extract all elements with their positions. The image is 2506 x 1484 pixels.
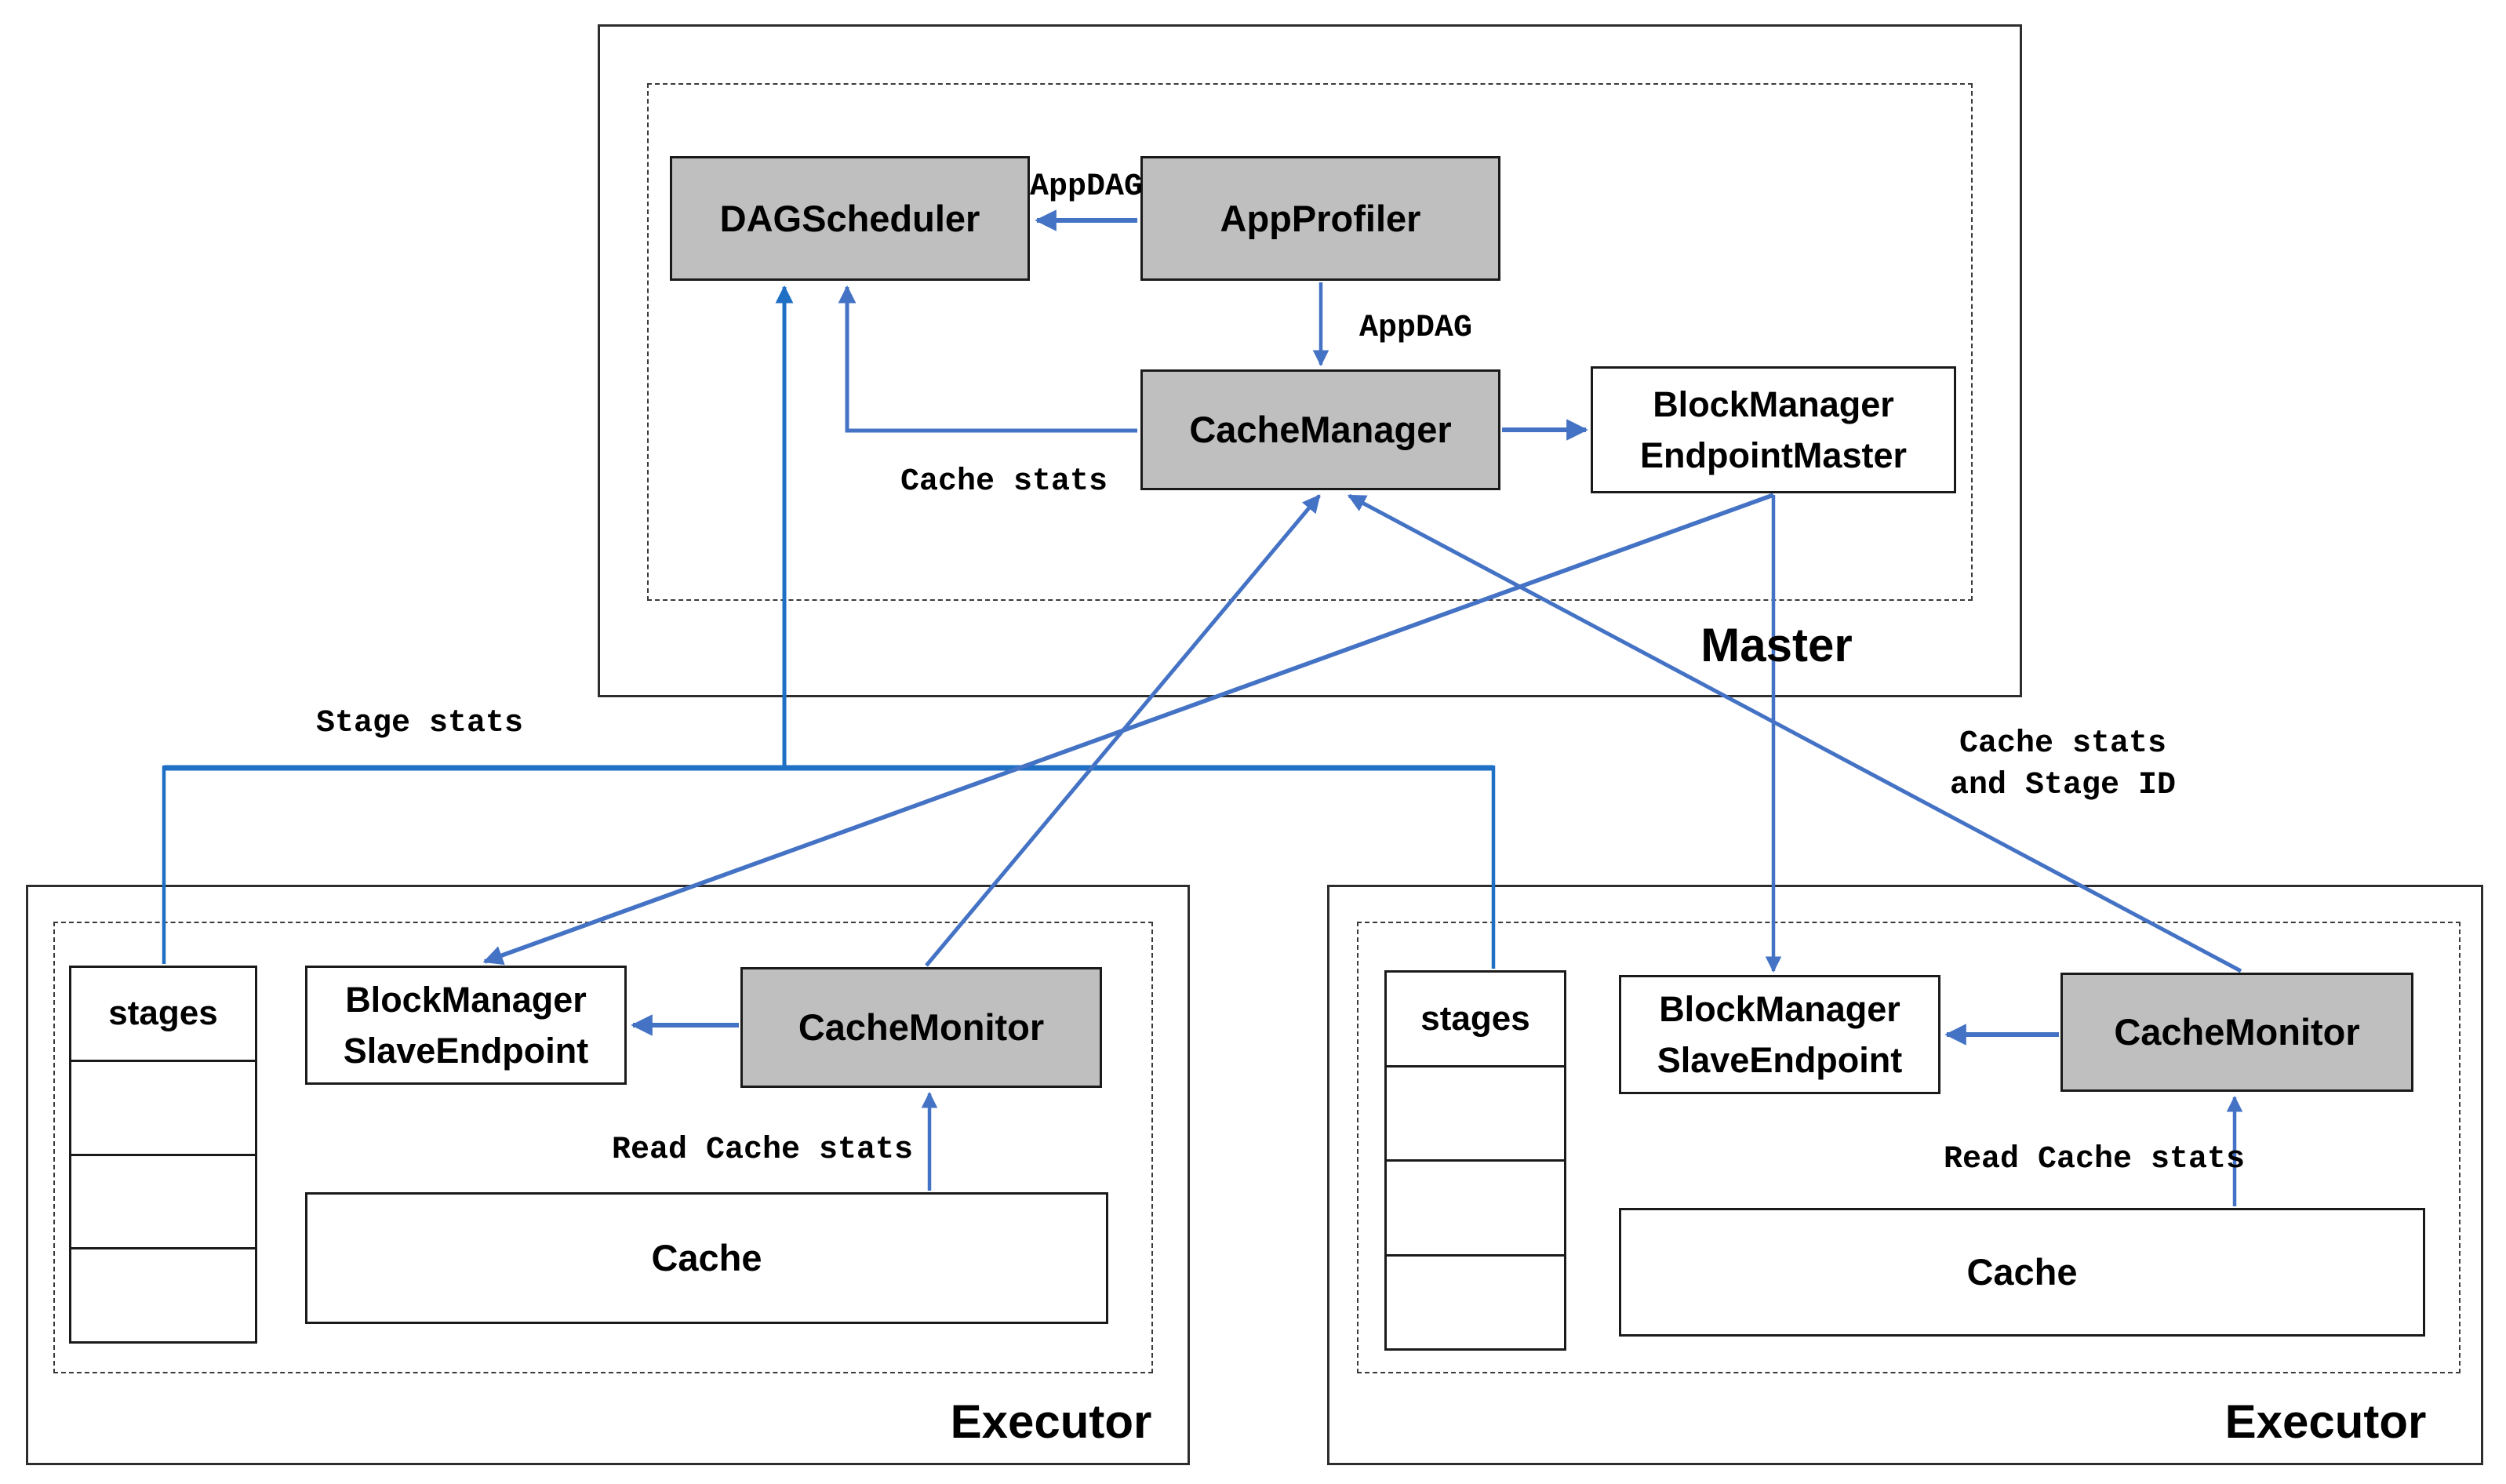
label-appdag-top: AppDAG <box>1029 169 1144 205</box>
stages-left-row <box>71 1247 255 1341</box>
label-read-cache-stats-right: Read Cache stats <box>1943 1142 2246 1177</box>
node-cache-monitor-right[interactable]: CacheMonitor <box>2060 973 2413 1092</box>
label-read-cache-stats-left: Read Cache stats <box>611 1133 914 1168</box>
label-appdag-mid: AppDAG <box>1358 311 1473 346</box>
stages-table-left[interactable]: stages <box>69 966 257 1344</box>
bm-slave-left-label-line2: SlaveEndpoint <box>343 1031 589 1071</box>
node-block-manager-endpoint-master[interactable]: BlockManager EndpointMaster <box>1591 366 1956 493</box>
bm-slave-right-label-line1: BlockManager <box>1659 988 1900 1029</box>
node-app-profiler[interactable]: AppProfiler <box>1140 156 1500 281</box>
cache-manager-label: CacheManager <box>1189 409 1452 451</box>
stages-left-header: stages <box>108 994 218 1033</box>
node-cache-left[interactable]: Cache <box>305 1192 1108 1324</box>
node-cache-right[interactable]: Cache <box>1619 1208 2425 1337</box>
stages-table-right[interactable]: stages <box>1384 970 1566 1351</box>
node-cache-manager[interactable]: CacheManager <box>1140 369 1500 490</box>
stages-right-header: stages <box>1420 998 1530 1038</box>
label-cache-stats-and-stage-id-line2: and Stage ID <box>1949 768 2177 803</box>
bme-master-label-line1: BlockManager <box>1653 384 1894 424</box>
node-block-manager-slave-endpoint-left[interactable]: BlockManager SlaveEndpoint <box>305 966 627 1085</box>
cache-monitor-left-label: CacheMonitor <box>798 1006 1045 1049</box>
dag-scheduler-label: DAGScheduler <box>719 197 980 239</box>
executor-right-title: Executor <box>2224 1395 2427 1448</box>
bme-master-label-line2: EndpointMaster <box>1639 435 1907 475</box>
master-title: Master <box>1700 619 1853 671</box>
cache-right-label: Cache <box>1966 1251 2078 1293</box>
bm-slave-right-label-line2: SlaveEndpoint <box>1657 1040 1903 1080</box>
stages-right-row <box>1387 1064 1564 1160</box>
node-cache-monitor-left[interactable]: CacheMonitor <box>740 967 1102 1088</box>
bm-slave-left-label-line1: BlockManager <box>345 979 587 1020</box>
app-profiler-label: AppProfiler <box>1220 197 1421 239</box>
label-cache-stats: Cache stats <box>900 464 1108 500</box>
stages-right-header-cell: stages <box>1387 973 1564 1065</box>
node-dag-scheduler[interactable]: DAGScheduler <box>670 156 1030 281</box>
cache-monitor-right-label: CacheMonitor <box>2114 1011 2360 1053</box>
node-block-manager-slave-endpoint-right[interactable]: BlockManager SlaveEndpoint <box>1619 975 1940 1094</box>
executor-left-title: Executor <box>950 1395 1152 1448</box>
stages-right-row <box>1387 1253 1564 1349</box>
stages-left-row <box>71 1153 255 1248</box>
stages-left-header-cell: stages <box>71 968 255 1060</box>
stages-left-row <box>71 1059 255 1154</box>
cache-left-label: Cache <box>651 1237 762 1279</box>
label-stage-stats: Stage stats <box>315 706 524 741</box>
stages-right-row <box>1387 1159 1564 1254</box>
label-cache-stats-and-stage-id: Cache stats and Stage ID <box>1906 723 2220 806</box>
label-cache-stats-and-stage-id-line1: Cache stats <box>1959 726 2167 762</box>
